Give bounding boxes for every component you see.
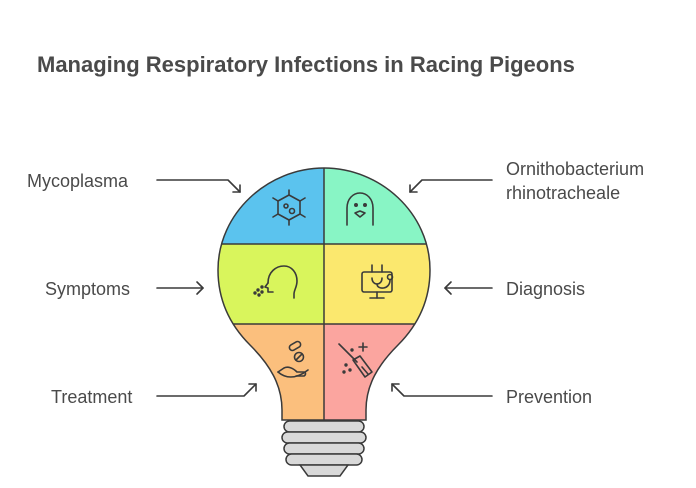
- broom-sparkle-icon: [338, 342, 373, 378]
- arrow-treatment: [156, 383, 257, 397]
- stethoscope-monitor-icon: [361, 264, 394, 299]
- label-symptoms: Symptoms: [45, 279, 131, 299]
- label-ornithobacterium-line2: rhinotracheale: [506, 183, 621, 203]
- segment-symptoms: [218, 244, 324, 324]
- segment-prevention: [324, 324, 430, 420]
- label-diagnosis: Diagnosis: [506, 279, 586, 299]
- arrow-ornithobacterium: [409, 179, 493, 193]
- hand-pills-icon: [277, 340, 309, 378]
- arrow-mycoplasma: [156, 179, 241, 193]
- label-prevention: Prevention: [506, 387, 593, 407]
- label-treatment: Treatment: [51, 387, 133, 407]
- bulb-base: [281, 420, 367, 477]
- breathing-head-icon: [253, 265, 298, 299]
- segment-mycoplasma: [218, 168, 324, 244]
- arrow-prevention: [391, 383, 493, 397]
- arrow-diagnosis: [444, 281, 493, 295]
- arrow-symptoms: [156, 281, 204, 295]
- segment-ornithobacterium: [324, 168, 430, 244]
- label-ornithobacterium-line1: Ornithobacterium: [506, 159, 645, 179]
- label-mycoplasma: Mycoplasma: [27, 171, 129, 191]
- bird-icon: [346, 192, 374, 226]
- bacteria-icon: [272, 189, 306, 226]
- page-title: Managing Respiratory Infections in Racin…: [37, 52, 575, 77]
